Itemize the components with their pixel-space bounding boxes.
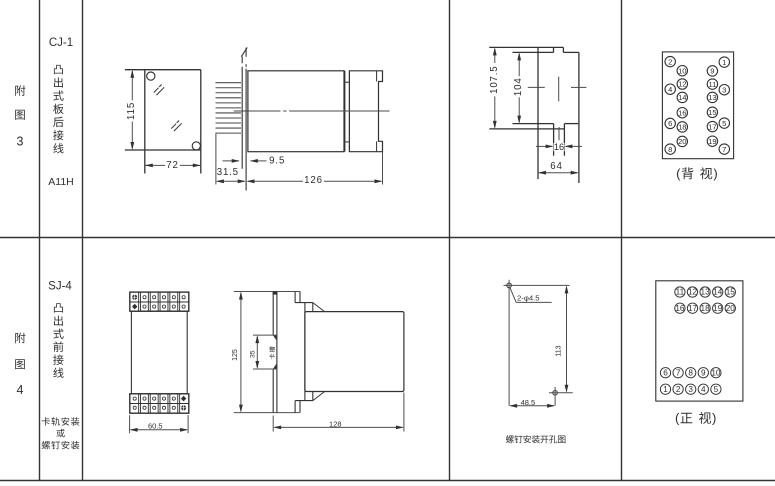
svg-text:2: 2 [676,385,681,394]
svg-text:18: 18 [678,123,686,132]
svg-text:16: 16 [678,108,686,117]
svg-text:60.5: 60.5 [148,422,163,431]
svg-text:18: 18 [701,304,711,313]
svg-text:(: ( [676,166,681,181]
svg-text:1: 1 [722,58,726,67]
svg-text:128: 128 [329,420,342,429]
svg-text:12: 12 [678,80,686,89]
svg-text:(: ( [675,410,680,425]
svg-text:10: 10 [711,368,721,377]
svg-text:107.5: 107.5 [489,66,500,94]
svg-text:15: 15 [726,288,736,297]
svg-text:16: 16 [554,142,564,152]
svg-text:5: 5 [714,385,719,394]
svg-text:3: 3 [688,385,693,394]
svg-text:7: 7 [676,368,681,377]
svg-text:20: 20 [726,304,736,313]
svg-text:104: 104 [513,77,524,96]
svg-text:1: 1 [663,385,668,394]
svg-text:17: 17 [688,304,698,313]
svg-text:19: 19 [713,304,723,313]
svg-text:31.5: 31.5 [217,167,239,178]
svg-text:11: 11 [708,80,716,89]
svg-text:7: 7 [722,145,726,154]
svg-text:16: 16 [675,304,685,313]
svg-text:10: 10 [678,66,686,75]
svg-text:8: 8 [668,145,672,154]
svg-text:14: 14 [678,93,686,102]
svg-text:): ) [712,410,716,425]
svg-text:CJ-1: CJ-1 [49,37,73,49]
svg-text:13: 13 [701,288,711,297]
svg-text:14: 14 [713,288,723,297]
svg-text:SJ-4: SJ-4 [48,280,72,292]
svg-text:48.5: 48.5 [521,398,536,407]
svg-text:72: 72 [166,160,179,171]
svg-text:20: 20 [678,137,686,146]
svg-text:6: 6 [663,368,668,377]
svg-text:9: 9 [710,67,714,76]
svg-text:35: 35 [249,350,256,358]
svg-text:126: 126 [304,175,323,186]
svg-text:4: 4 [17,383,24,397]
svg-text:4: 4 [701,385,706,394]
svg-text:115: 115 [126,102,137,120]
svg-text:3: 3 [17,135,24,149]
svg-text:15: 15 [708,108,716,117]
svg-text:125: 125 [232,349,239,361]
svg-text:17: 17 [708,122,716,131]
svg-text:3: 3 [722,85,726,94]
svg-text:2-φ4.5: 2-φ4.5 [517,293,540,302]
svg-text:11: 11 [676,288,685,297]
svg-text:4: 4 [668,85,672,94]
svg-text:2: 2 [668,57,672,66]
svg-text:A11H: A11H [48,176,74,188]
svg-text:9: 9 [701,368,706,377]
svg-text:9.5: 9.5 [269,156,285,167]
svg-text:12: 12 [688,288,698,297]
svg-text:19: 19 [708,137,716,146]
svg-text:113: 113 [556,345,563,356]
svg-text:13: 13 [708,93,716,102]
svg-text:64: 64 [550,161,563,172]
svg-text:): ) [713,166,717,181]
svg-text:5: 5 [722,119,726,128]
svg-text:8: 8 [688,368,693,377]
svg-text:6: 6 [668,119,672,128]
